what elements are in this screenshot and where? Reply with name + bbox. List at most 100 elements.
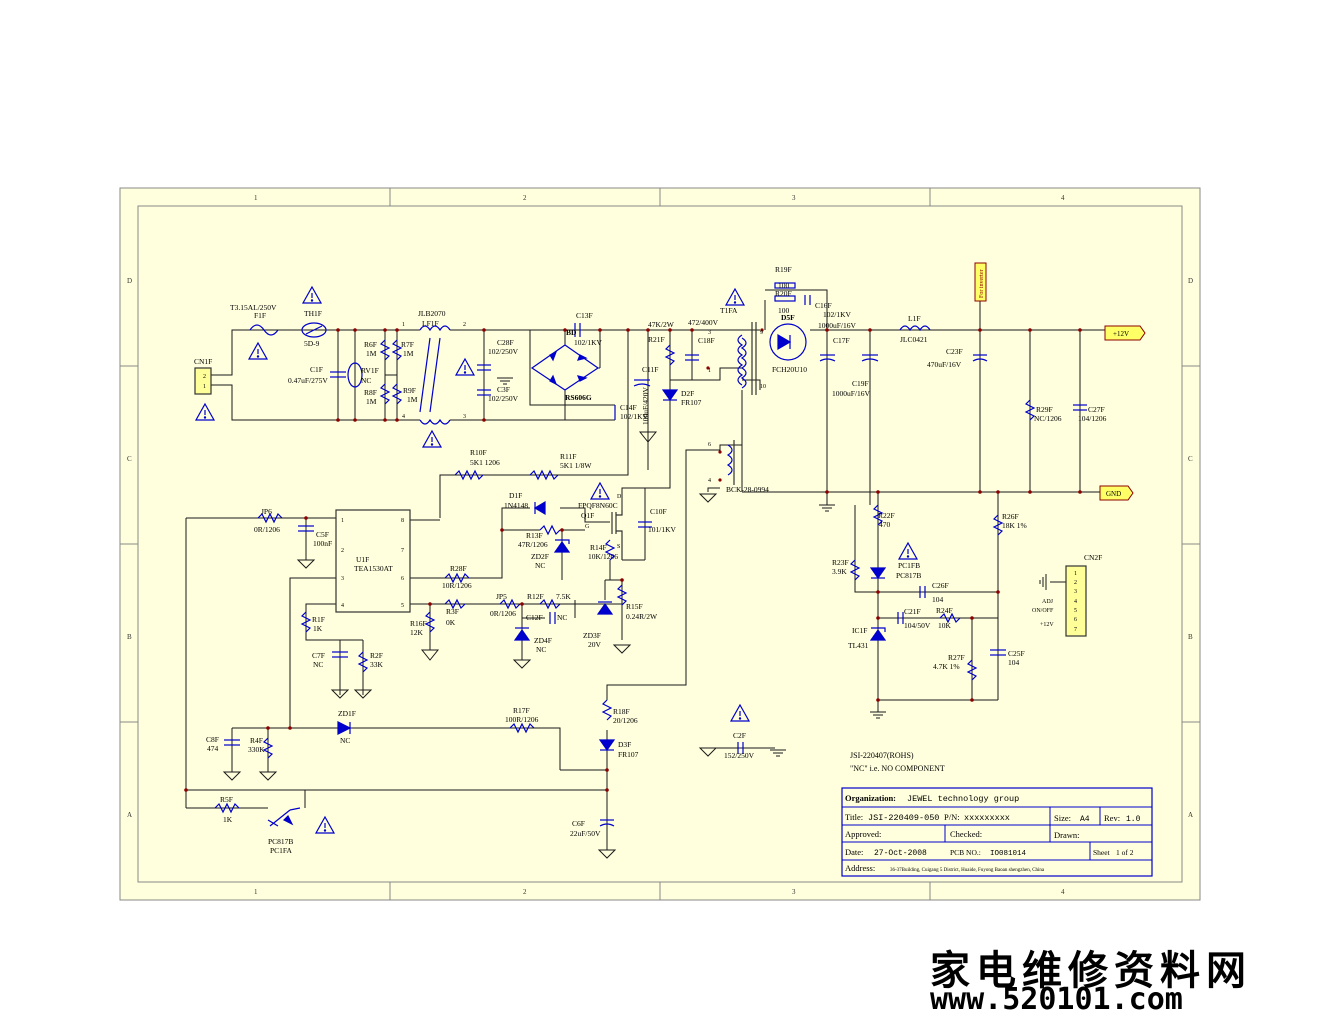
label-ic1f: IC1F [852,626,867,635]
row-marker-right-b: B [1188,633,1193,641]
label-q1f: Q1F [581,511,594,520]
label-c14f-val: 102/1KV [620,412,649,421]
label-r9f-val: 1M [407,395,418,404]
label-u1f-val: TEA1530AT [354,564,393,573]
label-c3f-val: 102/250V [488,394,519,403]
col-marker-top-2: 2 [523,194,527,202]
label-t1fa: T1FA [720,306,738,315]
label-th1f-val: 5D-9 [304,339,320,348]
label-r5f-val: 1K [223,815,233,824]
row-marker-left-d: D [127,277,132,285]
label-zd2f-val: NC [535,561,545,570]
label-r5f: R5F [220,795,233,804]
label-c23f-val: 470uF/16V [927,360,962,369]
label-c8f-val: 474 [207,744,219,753]
label-c19f-val: 1000uF/16V [832,389,871,398]
cn2-pin-7: 7 [1074,627,1077,633]
junction-dots [184,328,1082,792]
label-c5f-val: 100nF [313,539,332,548]
label-r6f: R6F [364,340,377,349]
label-r9f: R9F [403,386,416,395]
label-u-p7: 7 [401,548,404,554]
label-jp6-val: 0R/1206 [254,525,280,534]
label-jp5-val: 0R/1206 [490,609,516,618]
label-d2f-val: FR107 [681,398,702,407]
label-c3f: C3F [497,385,510,394]
label-pc817b: PC817B [268,837,293,846]
label-c19f: C19F [852,379,869,388]
row-marker-left-b: B [127,633,132,641]
label-c7f-val: NC [313,660,323,669]
row-marker-right-d: D [1188,277,1193,285]
label-r15f: R15F [626,602,643,611]
label-c21f-val: 104/50V [904,621,931,630]
label-c26f: C26F [932,581,949,590]
label-t-p1: 1 [708,368,711,374]
warning-icon [421,429,443,448]
cn2-12v: +12V [1040,622,1054,628]
label-c17f-val: 1000uF/16V [818,321,857,330]
warning-icon [454,357,476,376]
col-marker-bottom-1: 1 [254,888,258,896]
tb-checked-label: Checked: [950,829,982,839]
label-t-p9: 9 [760,330,763,336]
label-rv1f: RV1F [361,366,379,375]
label-l1f: L1F [908,314,921,323]
label-c7f: C7F [312,651,325,660]
label-q-s: S [617,544,620,550]
label-r8f: R8F [364,388,377,397]
label-r28f: R28F [450,564,467,573]
label-lf-p1: 1 [402,322,405,328]
label-d5f: D5F [781,313,795,322]
label-lf-p2: 2 [463,322,466,328]
label-d2f: D2F [681,389,694,398]
label-u-p2: 2 [341,548,344,554]
label-th1f: TH1F [304,309,322,318]
ground-symbols [222,377,1047,859]
label-r11f: R11F [560,452,576,461]
label-r17f-val: 100R/1206 [505,715,539,724]
label-c27f-val: 104/1206 [1078,414,1107,423]
cn2-onoff: ON/OFF [1032,608,1054,614]
label-c12f-val: NC [557,613,567,622]
tb-address-value: 36-37Building, Cuigang 5 District, Huaid… [890,868,1045,873]
label-c28f-val: 102/250V [488,347,519,356]
label-r21f-val: 47K/2W [648,320,675,329]
label-r2f: R2F [370,651,383,660]
warning-icons [194,285,919,834]
label-r1f-val: 1K [313,624,323,633]
tb-sheet-value: 1 of 2 [1116,848,1134,857]
label-zd1f: ZD1F [338,709,356,718]
port-plus12v: +12V [1104,325,1146,341]
label-c8f: C8F [206,735,219,744]
label-c18f: C18F [698,336,715,345]
label-r13f-val: 47R/1206 [518,540,548,549]
label-c1f: C1F [310,365,323,374]
label-c5f: C5F [316,530,329,539]
label-r20f: R20F [775,289,792,298]
label-t-p6: 6 [708,442,711,448]
cn2-pin-6: 6 [1074,617,1077,623]
label-c21f: C21F [904,607,921,616]
label-c25f-val: 104 [1008,658,1020,667]
label-u-p4: 4 [341,603,344,609]
label-pc1fa: PC1FA [270,846,293,855]
label-r10f-val: 5K1 1206 [470,458,500,467]
label-c18f-val: 472/400V [688,318,719,327]
label-c16f-val: 102/1KV [823,310,852,319]
svg-text:GND: GND [1106,490,1121,498]
label-r26f: R26F [1002,512,1019,521]
label-bd: BD [566,328,577,337]
tb-pcb-value: IO081014 [990,850,1027,858]
label-cn1f-p2: 2 [203,374,206,380]
label-d1f-val: 1N4148 [504,501,528,510]
svg-text:+12V: +12V [1113,330,1129,338]
label-lf-p3: 3 [463,414,466,420]
label-cn1f: CN1F [194,357,212,366]
title-block: Organization: JEWEL technology group Tit… [841,787,1153,877]
label-r12f-val: 7.5K [556,592,571,601]
label-r7f-val: 1M [403,349,414,358]
label-r7f: R7F [401,340,414,349]
label-r18f: R18F [613,707,630,716]
tb-pn-value: xxxxxxxxx [964,813,1010,823]
